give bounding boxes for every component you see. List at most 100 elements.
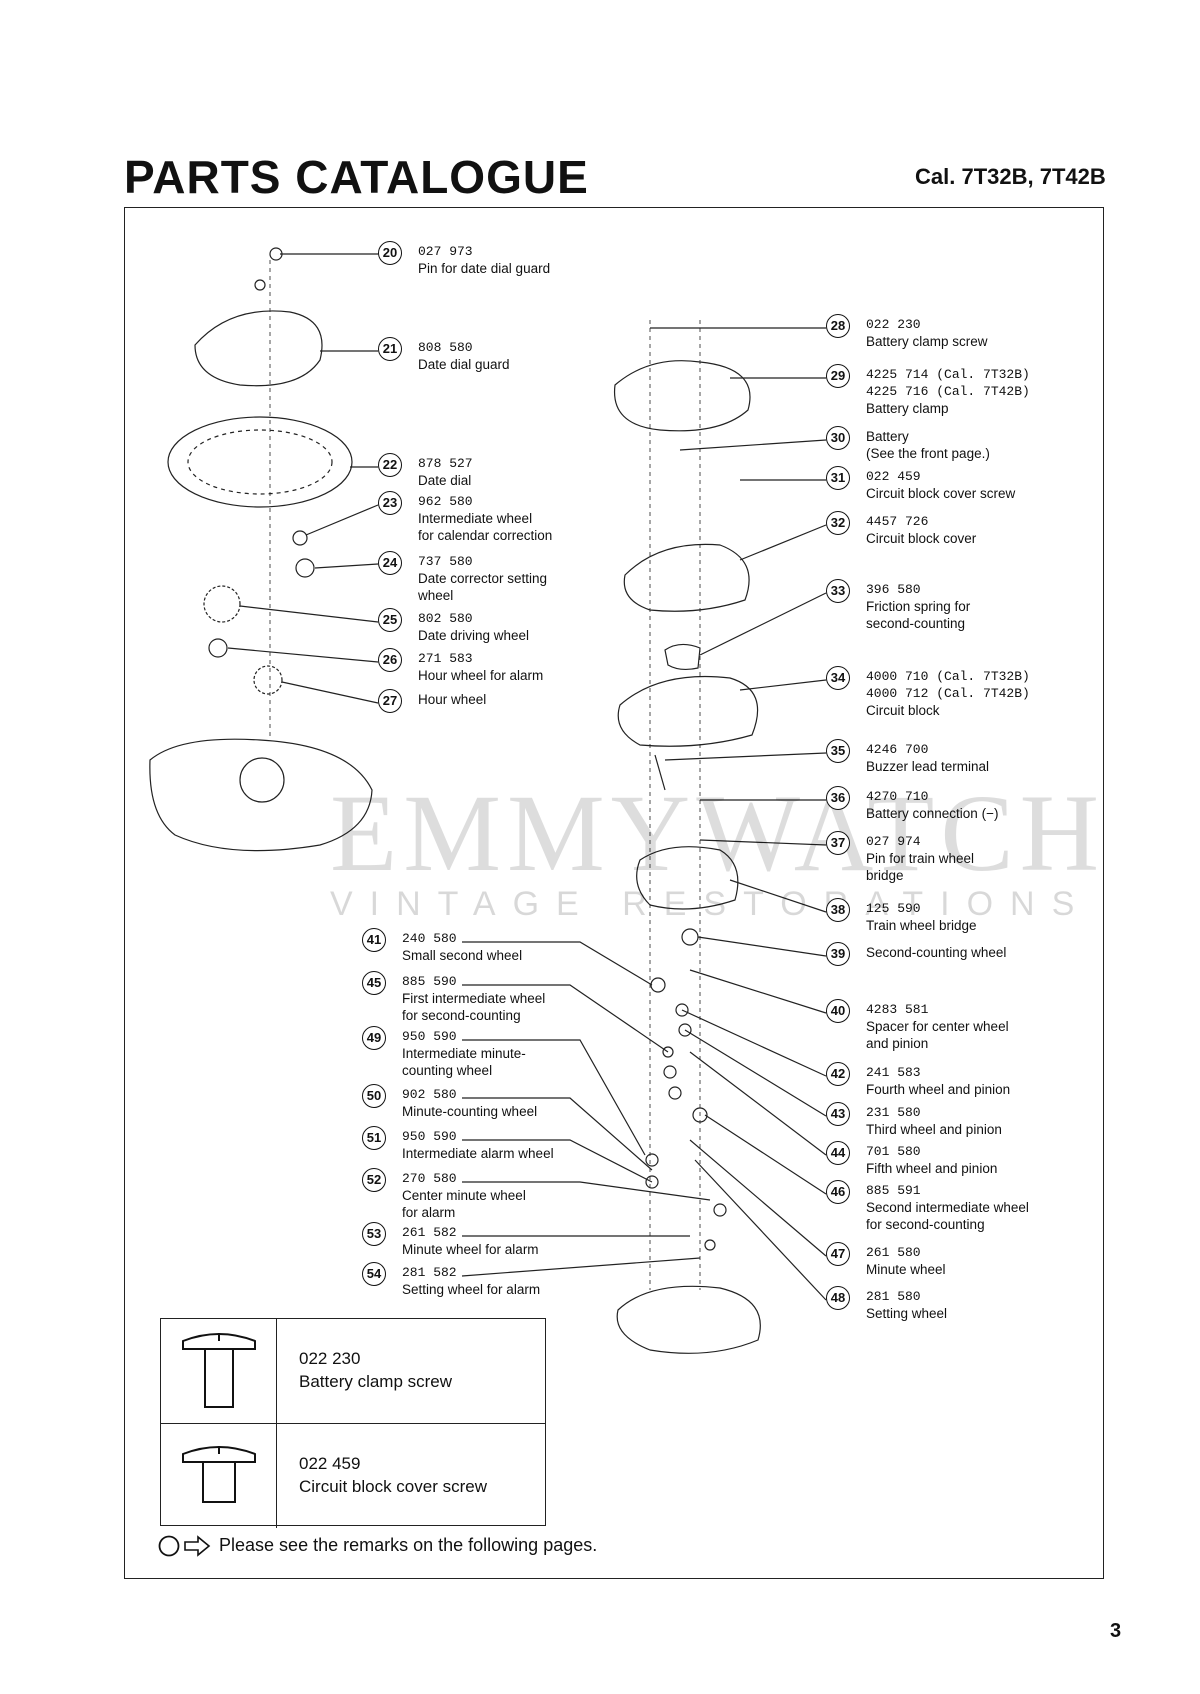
part-number-badge: 40 <box>826 999 850 1023</box>
bottom-plate-drawing <box>616 1285 761 1354</box>
part-number-badge: 43 <box>826 1102 850 1126</box>
friction-spring-drawing <box>664 643 701 671</box>
remark-note: Please see the remarks on the following … <box>158 1534 597 1558</box>
part-name: Fifth wheel and pinion <box>866 1161 998 1176</box>
part-code: 878 527 <box>418 456 473 471</box>
part-name: Circuit block cover <box>866 531 977 546</box>
part-name: for second-counting <box>866 1217 985 1232</box>
part-name: bridge <box>866 868 904 883</box>
part-name: Battery clamp screw <box>866 334 988 349</box>
part-code: 241 583 <box>866 1065 921 1080</box>
part-number-badge: 20 <box>378 241 402 265</box>
part-code: 4225 714 (Cal. 7T32B) <box>866 367 1030 382</box>
part-code: 027 974 <box>866 834 921 849</box>
part-code: 950 590 <box>402 1029 457 1044</box>
part-entry: Hour wheel <box>418 691 486 708</box>
screw-name: Circuit block cover screw <box>299 1477 487 1496</box>
part-number-badge: 45 <box>362 971 386 995</box>
part-number-badge: 29 <box>826 364 850 388</box>
part-number-badge: 35 <box>826 739 850 763</box>
part-entry: 4225 714 (Cal. 7T32B) 4225 716 (Cal. 7T42… <box>866 366 1030 417</box>
page-title: PARTS CATALOGUE <box>124 151 589 203</box>
part-name: for alarm <box>402 1205 456 1220</box>
part-entry: 4000 710 (Cal. 7T32B)4000 712 (Cal. 7T42… <box>866 668 1030 719</box>
part-name: Intermediate minute- <box>402 1046 526 1061</box>
wheel-27-drawing <box>253 665 283 695</box>
part-name: Center minute wheel <box>402 1188 526 1203</box>
part-name: Battery clamp <box>866 401 949 416</box>
part-code: 962 580 <box>418 494 473 509</box>
screw-row: 022 459 Circuit block cover screw <box>161 1423 545 1528</box>
pin-20b-drawing <box>254 279 266 291</box>
part-number-badge: 21 <box>378 337 402 361</box>
part-name: (See the front page.) <box>866 446 990 461</box>
movement-base-drawing <box>149 738 373 852</box>
part-name: Second intermediate wheel <box>866 1200 1029 1215</box>
part-entry: Battery(See the front page.) <box>866 428 990 462</box>
part-name: Pin for date dial guard <box>418 261 551 276</box>
part-number-badge: 44 <box>826 1141 850 1165</box>
part-code: 271 583 <box>418 651 473 666</box>
part-name: Minute wheel for alarm <box>402 1242 539 1257</box>
part-name: Circuit block cover screw <box>866 486 1016 501</box>
part-name: wheel <box>418 588 454 603</box>
part-code: 281 582 <box>402 1265 457 1280</box>
part-code: 737 580 <box>418 554 473 569</box>
part-number-badge: 32 <box>826 511 850 535</box>
part-number-badge: 52 <box>362 1168 386 1192</box>
part-name: Train wheel bridge <box>866 918 977 933</box>
part-name: second-counting <box>866 616 966 631</box>
remark-text: Please see the remarks on the following … <box>219 1534 598 1555</box>
date-dial-guard-drawing <box>194 310 323 387</box>
part-number-badge: 31 <box>826 466 850 490</box>
part-code: 885 591 <box>866 1183 921 1198</box>
part-code: 231 580 <box>866 1105 921 1120</box>
watermark-brand: EMMYWATCH <box>330 772 1106 894</box>
part-name: for second-counting <box>402 1008 521 1023</box>
part-name: Friction spring for <box>866 599 971 614</box>
part-code: 261 580 <box>866 1245 921 1260</box>
part-name: for calendar correction <box>418 528 553 543</box>
part-code: 4225 716 (Cal. 7T42B) <box>866 384 1030 399</box>
wheel-26-drawing <box>208 638 228 658</box>
part-number-badge: 53 <box>362 1222 386 1246</box>
part-name: Intermediate alarm wheel <box>402 1146 554 1161</box>
part-name: Hour wheel for alarm <box>418 668 544 683</box>
circle-icon <box>158 1535 180 1557</box>
part-name: Date dial <box>418 473 472 488</box>
part-name: Small second wheel <box>402 948 523 963</box>
part-number-badge: 26 <box>378 648 402 672</box>
part-number-badge: 24 <box>378 551 402 575</box>
buzzer-terminal-drawing <box>654 754 666 791</box>
watermark-tagline: VINTAGE RESTORATIONS <box>330 885 1092 923</box>
part-code: 885 590 <box>402 974 457 989</box>
screw-code: 022 230 <box>299 1349 361 1368</box>
part-number-badge: 51 <box>362 1126 386 1150</box>
part-number-badge: 46 <box>826 1180 850 1204</box>
part-name: Battery connection (−) <box>866 806 999 821</box>
part-number-badge: 36 <box>826 786 850 810</box>
part-number-badge: 30 <box>826 426 850 450</box>
part-code: 4270 710 <box>866 789 929 804</box>
screw-name: Battery clamp screw <box>299 1372 453 1391</box>
circuit-block-cover-drawing <box>623 543 750 612</box>
part-code: 027 973 <box>418 244 473 259</box>
part-code: 270 580 <box>402 1171 457 1186</box>
part-name: Date driving wheel <box>418 628 530 643</box>
